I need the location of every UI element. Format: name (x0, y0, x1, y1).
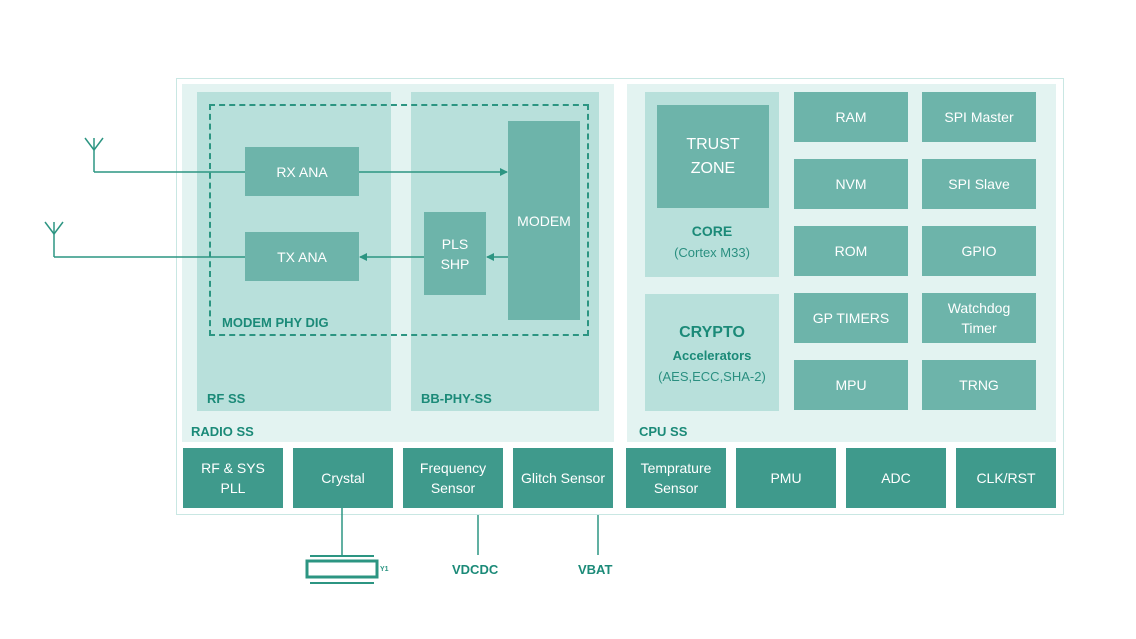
vdcdc-label: VDCDC (452, 562, 499, 577)
trng-label: TRNG (959, 377, 999, 393)
spi-slave-label: SPI Slave (948, 176, 1010, 192)
gp-timers-label: GP TIMERS (812, 310, 890, 326)
radio-ss-label: RADIO SS (191, 424, 254, 439)
gp-timers-block: GP TIMERS (794, 293, 908, 343)
temperature-sensor-label: Temprature Sensor (640, 460, 712, 496)
adc-block: ADC (846, 448, 946, 508)
pmu-block: PMU (736, 448, 836, 508)
mpu-block: MPU (794, 360, 908, 410)
trust-zone-label: TRUST ZONE (686, 135, 740, 177)
glitch-sensor-block: Glitch Sensor (513, 448, 613, 508)
rom-block: ROM (794, 226, 908, 276)
crypto-panel (645, 294, 779, 411)
rf-sys-pll-label: RF & SYS PLL (201, 460, 265, 496)
cpu-ss-label: CPU SS (639, 424, 688, 439)
modem-phy-dig-label: MODEM PHY DIG (222, 315, 329, 330)
trust-zone-block: TRUST ZONE (657, 105, 769, 208)
spi-master-label: SPI Master (944, 109, 1014, 125)
glitch-sensor-label: Glitch Sensor (520, 470, 606, 486)
modem-label: MODEM (517, 212, 571, 229)
crypto-accelerators-label: Accelerators (672, 348, 752, 363)
nvm-label: NVM (835, 176, 867, 192)
pmu-label: PMU (770, 470, 802, 486)
core-subtitle: (Cortex M33) (674, 245, 750, 260)
rom-label: ROM (834, 243, 868, 259)
core-label: CORE (691, 223, 733, 239)
frequency-sensor-label: Frequency Sensor (419, 460, 487, 496)
clk-rst-block: CLK/RST (956, 448, 1056, 508)
ram-label: RAM (835, 109, 867, 125)
crystal-symbol-icon (305, 508, 379, 584)
rx-antenna-icon (84, 137, 245, 173)
nvm-block: NVM (794, 159, 908, 209)
crypto-label: CRYPTO (679, 324, 745, 341)
mpu-label: MPU (835, 377, 867, 393)
rf-ss-label: RF SS (207, 391, 246, 406)
gpio-block: GPIO (922, 226, 1036, 276)
spi-slave-block: SPI Slave (922, 159, 1036, 209)
pls-shp-block: PLS SHP (424, 212, 486, 295)
pls-shp-label: PLS SHP (440, 235, 470, 272)
modem-block: MODEM (508, 121, 580, 320)
spi-master-block: SPI Master (922, 92, 1036, 142)
gpio-label: GPIO (961, 243, 997, 259)
frequency-sensor-block: Frequency Sensor (403, 448, 503, 508)
trng-block: TRNG (922, 360, 1036, 410)
rx-ana-label: RX ANA (276, 163, 328, 180)
bb-phy-ss-label: BB-PHY-SS (421, 391, 492, 406)
rx-ana-block: RX ANA (245, 147, 359, 196)
clk-rst-label: CLK/RST (976, 470, 1036, 486)
watchdog-timer-label: Watchdog Timer (947, 300, 1011, 336)
tx-ana-label: TX ANA (277, 248, 327, 265)
crystal-ref-label: Y1 (380, 566, 389, 573)
tx-antenna-icon (44, 221, 245, 258)
crypto-subtitle: (AES,ECC,SHA-2) (658, 369, 766, 384)
watchdog-timer-block: Watchdog Timer (922, 293, 1036, 343)
ram-block: RAM (794, 92, 908, 142)
temperature-sensor-block: Temprature Sensor (626, 448, 726, 508)
crystal-label: Crystal (321, 470, 365, 486)
rf-sys-pll-block: RF & SYS PLL (183, 448, 283, 508)
modem-phy-dig-region (209, 104, 589, 336)
tx-ana-block: TX ANA (245, 232, 359, 281)
vbat-label: VBAT (578, 562, 613, 577)
crystal-block: Crystal (293, 448, 393, 508)
adc-label: ADC (881, 470, 911, 486)
